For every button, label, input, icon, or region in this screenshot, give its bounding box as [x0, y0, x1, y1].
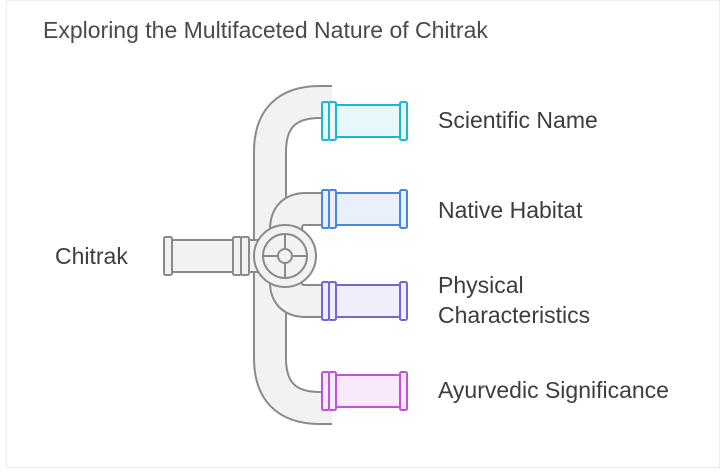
branch-label-4: Ayurvedic Significance	[438, 375, 669, 405]
branch-outlet-1	[321, 101, 408, 141]
branch-label-1: Scientific Name	[438, 105, 598, 135]
outlet-pipe-body	[331, 192, 403, 226]
root-pipe-cap	[163, 236, 173, 276]
root-pipe-collar	[240, 236, 250, 276]
branch-label-2: Native Habitat	[438, 195, 582, 225]
outlet-pipe-collar	[328, 101, 337, 141]
outlet-pipe-collar	[328, 281, 337, 321]
root-pipe-collar	[232, 236, 242, 276]
branch-label-line: Scientific Name	[438, 107, 598, 133]
outlet-pipe-cap	[399, 101, 408, 141]
outlet-pipe-body	[331, 104, 403, 138]
branch-outlet-3	[321, 281, 408, 321]
branch-outlet-4	[321, 371, 408, 411]
outlet-pipe-collar	[321, 281, 330, 321]
outlet-pipe-collar	[321, 371, 330, 411]
root-label-chitrak: Chitrak	[55, 243, 128, 269]
diagram-title: Exploring the Multifaceted Nature of Chi…	[43, 17, 488, 43]
branch-label-line: Physical	[438, 272, 524, 298]
outlet-pipe-cap	[399, 281, 408, 321]
outlet-pipe-collar	[321, 101, 330, 141]
outlet-pipe-body	[331, 374, 403, 408]
branch-outlets	[321, 101, 408, 411]
branch-outlet-2	[321, 189, 408, 229]
branch-label-line: Native Habitat	[438, 197, 583, 223]
outlet-pipe-cap	[399, 371, 408, 411]
outlet-pipe-body	[331, 284, 403, 318]
valve-wheel-icon	[253, 224, 317, 288]
branch-label-line: Characteristics	[438, 302, 591, 328]
outlet-pipe-collar	[328, 189, 337, 229]
outlet-pipe-collar	[321, 189, 330, 229]
outlet-pipe-collar	[328, 371, 337, 411]
pipe-network	[163, 85, 332, 425]
outlet-pipe-cap	[399, 189, 408, 229]
branch-label-line: Ayurvedic Significance	[438, 377, 669, 403]
